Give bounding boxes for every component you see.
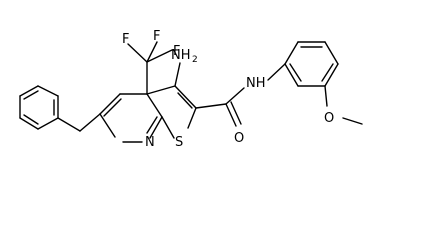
amino-label: NH (171, 48, 191, 63)
fluorine-label: F (153, 29, 160, 44)
trifluoromethyl-group (127, 41, 173, 95)
thiophene-ring (146, 85, 197, 139)
benzyl-phenyl-ring (19, 85, 59, 130)
amide-group (195, 87, 245, 127)
carbonyl-oxygen-label: O (234, 131, 244, 146)
amide-n-aryl-bond (267, 63, 286, 81)
methoxy-group (324, 85, 363, 125)
benzyl-methylene (57, 113, 101, 132)
nitrogen-label: N (145, 135, 155, 150)
pyridine-ring (99, 93, 163, 143)
methoxyphenyl-ring (284, 41, 339, 87)
molecule-structure: F F F NH 2 NH O O S N (19, 29, 363, 150)
fluorine-label: F (173, 44, 180, 59)
amino-subscript: 2 (192, 55, 198, 65)
methoxy-oxygen-label: O (324, 111, 334, 126)
sulfur-label: S (175, 135, 183, 150)
amide-nh-label: NH (246, 76, 266, 91)
fluorine-label: F (122, 32, 129, 47)
amino-bond (174, 62, 181, 87)
